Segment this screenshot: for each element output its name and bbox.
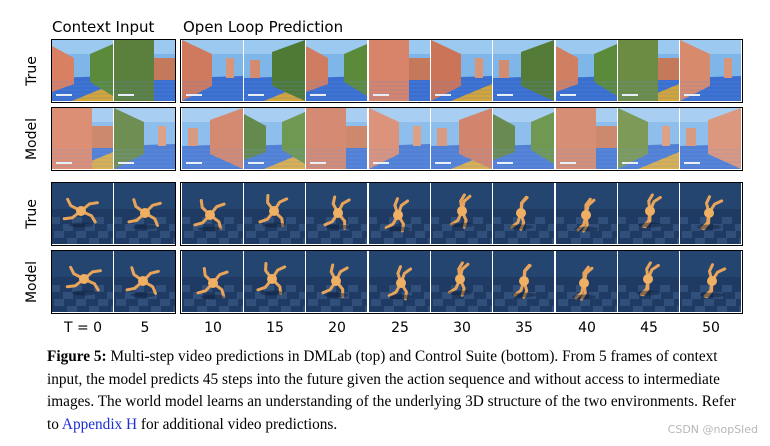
time-label: 15 xyxy=(266,320,284,336)
control-suite-frame-true xyxy=(52,183,113,244)
time-label: 20 xyxy=(328,320,346,336)
frame-group-border xyxy=(180,107,743,171)
row-label-control-model: Model xyxy=(24,260,40,303)
control-suite-frame-true xyxy=(369,183,430,244)
control-suite-frame-model xyxy=(556,251,617,312)
time-label: 35 xyxy=(515,320,533,336)
dmlab-frame-true xyxy=(52,40,113,101)
time-label: 45 xyxy=(640,320,658,336)
dmlab-frame-true xyxy=(680,40,741,101)
dmlab-frame-true xyxy=(556,40,617,101)
dmlab-frame-model xyxy=(493,108,554,169)
frame-group-border xyxy=(51,107,176,171)
row-label-dmlab-true: True xyxy=(24,55,40,86)
control-suite-frame-true xyxy=(114,183,175,244)
dmlab-frame-true xyxy=(493,40,554,101)
dmlab-frame-true xyxy=(182,40,243,101)
control-suite-frame-true xyxy=(431,183,492,244)
control-suite-frame-model xyxy=(618,251,679,312)
control-suite-frame-model xyxy=(431,251,492,312)
dmlab-frame-true xyxy=(431,40,492,101)
time-label: 30 xyxy=(453,320,471,336)
control-suite-frame-true xyxy=(680,183,741,244)
control-suite-frame-true xyxy=(244,183,305,244)
control-suite-frame-true xyxy=(306,183,367,244)
dmlab-frame-true xyxy=(369,40,430,101)
control-suite-frame-true xyxy=(182,183,243,244)
frame-group-border xyxy=(180,182,743,246)
control-suite-frame-model xyxy=(244,251,305,312)
control-suite-frame-model xyxy=(114,251,175,312)
dmlab-frame-true xyxy=(244,40,305,101)
frame-group-border xyxy=(180,39,743,103)
control-suite-frame-true xyxy=(556,183,617,244)
frame-group-border xyxy=(180,250,743,314)
caption-text-end: for additional video predictions. xyxy=(137,415,338,433)
dmlab-frame-true xyxy=(618,40,679,101)
time-label: 40 xyxy=(578,320,596,336)
control-suite-frame-model xyxy=(306,251,367,312)
control-suite-frame-model xyxy=(369,251,430,312)
dmlab-frame-model xyxy=(618,108,679,169)
dmlab-frame-model xyxy=(306,108,367,169)
dmlab-frame-model xyxy=(431,108,492,169)
control-suite-frame-model xyxy=(182,251,243,312)
header-open-loop-prediction: Open Loop Prediction xyxy=(183,18,344,36)
dmlab-frame-model xyxy=(680,108,741,169)
caption-text: Multi-step video predictions in DMLab (t… xyxy=(47,348,736,433)
frame-group-border xyxy=(51,250,176,314)
frame-group-border xyxy=(51,39,176,103)
control-suite-frame-true xyxy=(493,183,554,244)
frame-group-border xyxy=(51,182,176,246)
row-label-control-true: True xyxy=(24,198,40,229)
time-label: 5 xyxy=(140,320,150,336)
control-suite-frame-true xyxy=(618,183,679,244)
header-context-input: Context Input xyxy=(52,18,155,36)
time-label: T = 0 xyxy=(63,320,103,336)
dmlab-frame-model xyxy=(52,108,113,169)
watermark: CSDN @nopSled xyxy=(667,423,758,436)
dmlab-frame-true xyxy=(114,40,175,101)
time-label: 25 xyxy=(391,320,409,336)
time-label: 50 xyxy=(702,320,720,336)
dmlab-frame-model xyxy=(556,108,617,169)
row-label-dmlab-model: Model xyxy=(24,117,40,160)
control-suite-frame-model xyxy=(52,251,113,312)
dmlab-frame-model xyxy=(114,108,175,169)
figure-caption: Figure 5: Multi-step video predictions i… xyxy=(47,346,747,436)
appendix-link[interactable]: Appendix H xyxy=(61,415,138,433)
control-suite-frame-model xyxy=(680,251,741,312)
dmlab-frame-model xyxy=(182,108,243,169)
time-label: 10 xyxy=(204,320,222,336)
dmlab-frame-model xyxy=(369,108,430,169)
dmlab-frame-true xyxy=(306,40,367,101)
control-suite-frame-model xyxy=(493,251,554,312)
dmlab-frame-model xyxy=(244,108,305,169)
figure-label: Figure 5: xyxy=(47,348,107,365)
